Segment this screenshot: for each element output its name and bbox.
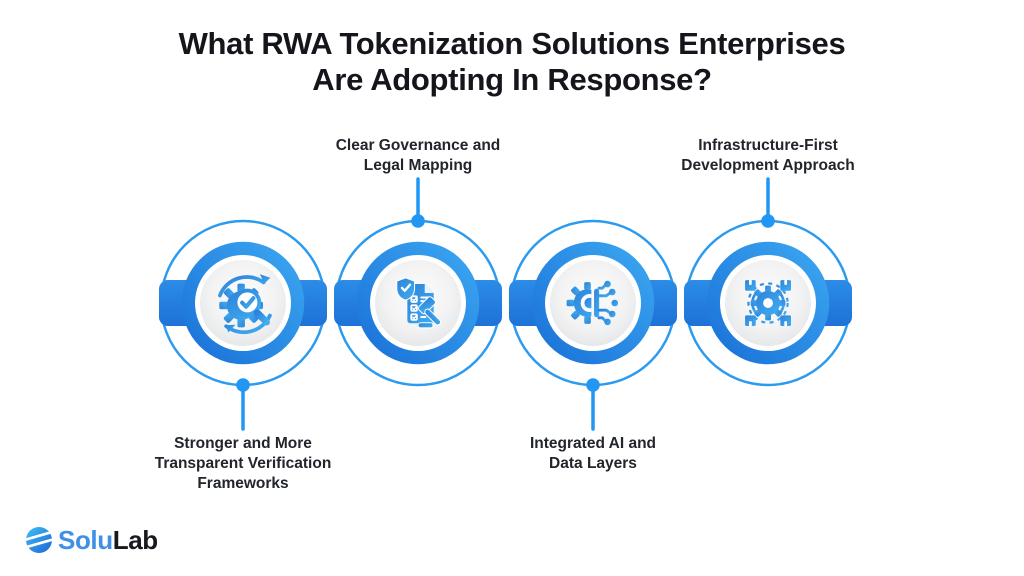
label-line: Infrastructure-First [698,137,838,154]
outer-ring [181,241,305,365]
outer-ring [706,241,830,365]
gavel-shape [417,296,442,329]
half-gear [566,282,592,324]
label-line: Legal Mapping [363,157,473,174]
label-line: Development Approach [681,157,855,174]
logo-text-lab: Lab [112,525,158,555]
dashed-orbit [747,282,789,324]
solulab-sphere-icon [26,527,52,553]
gear-blockchain-blocks-icon [745,280,791,326]
center-gear [750,285,786,321]
circuit-traces [597,283,614,323]
connector-dot [761,214,775,228]
page-title-line1: What RWA Tokenization Solutions Enterpri… [178,26,846,61]
folded-corner [424,284,434,293]
solulab-wordmark: SoluLab [58,526,158,554]
checklist-rows [410,295,418,321]
step-label-infrastructure: Infrastructure-First Development Approac… [658,136,878,176]
shield-check [396,277,416,301]
step-circle-verification [158,218,328,431]
step-label-ai-data: Integrated AI and Data Layers [483,434,703,474]
step-circle-ai-data [508,218,678,431]
step-label-governance: Clear Governance and Legal Mapping [308,136,528,176]
label-line: Data Layers [549,455,637,472]
label-line: Transparent Verification [154,455,332,472]
connector-dot [236,378,250,392]
connector-dot [586,378,600,392]
corner-blocks [745,280,791,326]
step-circle-governance [333,177,503,388]
connector-dot [411,214,425,228]
logo-text-solu: Solu [58,525,113,555]
outer-ring [356,241,480,365]
label-line: Clear Governance and [335,137,501,154]
circuit-nodes [604,280,619,326]
page-title: What RWA Tokenization Solutions Enterpri… [0,26,1024,98]
half-gear-circuit-icon [566,280,619,326]
step-circle-infrastructure [683,177,853,388]
solulab-logo: SoluLab [26,526,158,554]
inner-disc [550,260,636,346]
magnifier-check [233,288,270,326]
label-line: Stronger and More [174,435,312,452]
label-line: Integrated AI and [529,435,657,452]
gear-magnifier-check-icon [218,274,272,335]
checklist-shield-gavel-icon [396,277,442,329]
step-label-verification: Stronger and More Transparent Verificati… [133,434,353,494]
page-title-line2: Are Adopting In Response? [312,62,712,97]
label-line: Frameworks [197,475,289,492]
outer-ring [531,241,655,365]
